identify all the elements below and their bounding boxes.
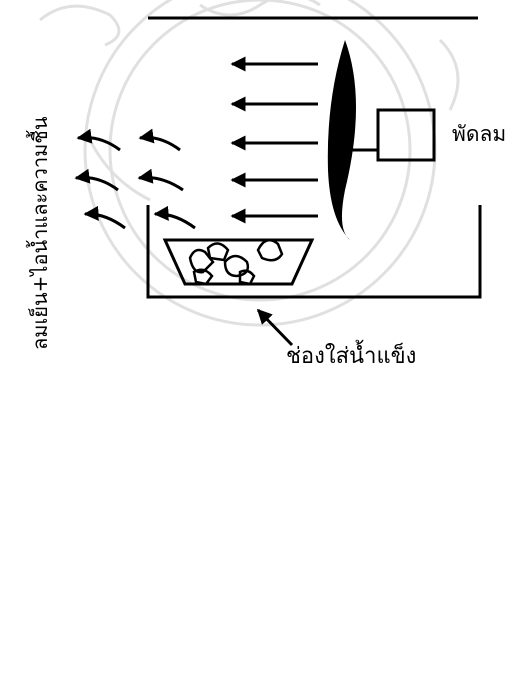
ice-cubes [188,238,284,286]
cool-air-arrow [153,205,196,230]
ice-basket [162,238,315,286]
cool-air-arrow [74,168,119,192]
cool-air-arrow [76,128,121,152]
diagram-canvas: พัดลม ช่องใส่น้ำแข็ง ลมเย็น+ไอน้ำและความ… [28,0,507,369]
watermark-seal [39,0,460,327]
fan-motor-box [376,108,436,162]
cool-air-arrows [74,128,196,230]
evaporative-cooler-diagram [39,0,482,347]
tray-outline [146,205,482,299]
ice-slot-label: ช่องใส่น้ำแข็ง [286,344,417,369]
output-air-label: ลมเย็น+ไอน้ำและความชื้น [28,116,52,350]
cool-air-arrow [83,205,126,230]
ice-slot-pointer [256,308,294,347]
fan-label: พัดลม [452,122,507,146]
cool-air-arrow [138,128,181,152]
cool-air-arrow [137,168,184,192]
airflow-arrows [230,56,318,224]
output-air-label-wrap: ลมเย็น+ไอน้ำและความชื้น [24,116,54,690]
fan-blade [327,40,356,240]
